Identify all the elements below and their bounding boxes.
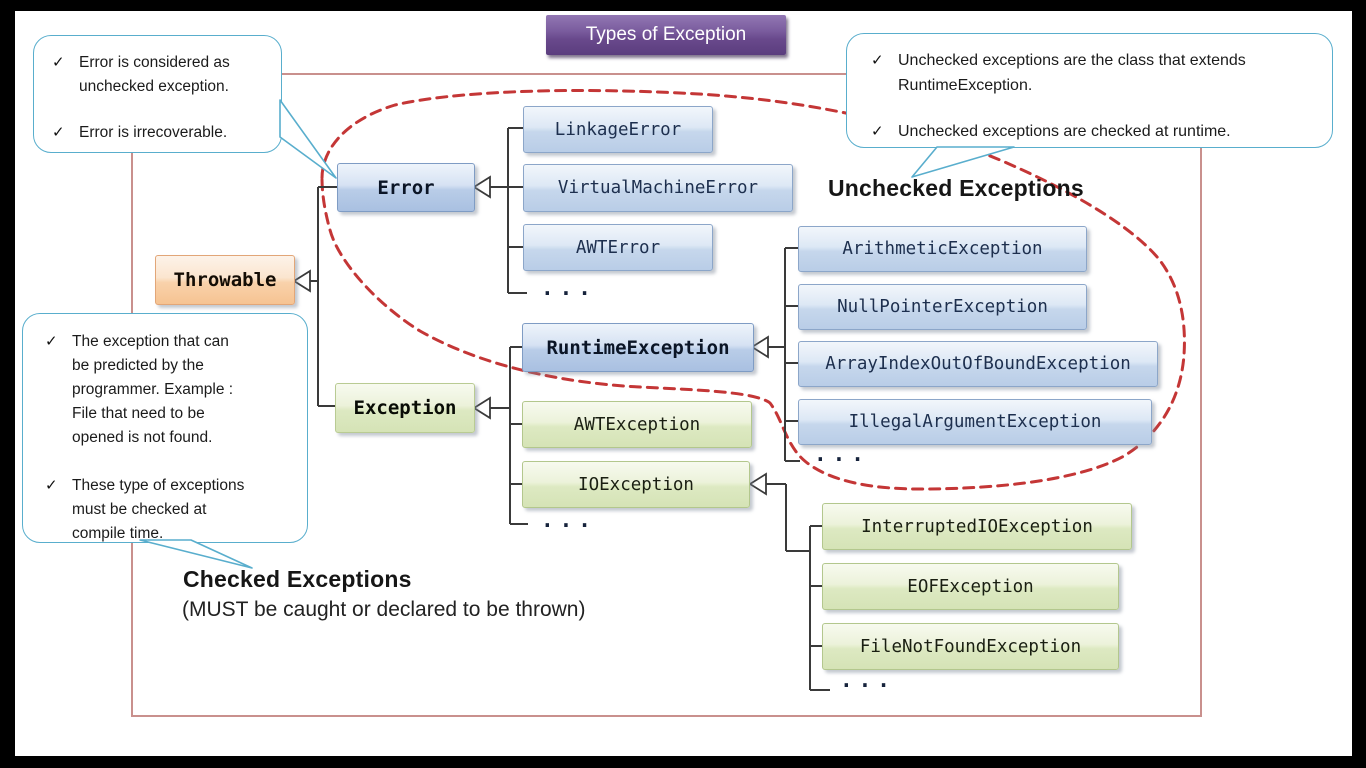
- node-file-not-found-exception: FileNotFoundException: [822, 623, 1119, 670]
- node-error: Error: [337, 163, 475, 212]
- node-illegal-argument-exception: IllegalArgumentException: [798, 399, 1152, 445]
- node-awt-error: AWTError: [523, 224, 713, 271]
- ellipsis-runtime-children: ...: [814, 442, 870, 466]
- page-title: Types of Exception: [546, 15, 786, 55]
- node-io-exception: IOException: [522, 461, 750, 508]
- node-throwable: Throwable: [155, 255, 295, 305]
- unchecked-exceptions-label: Unchecked Exceptions: [828, 175, 1084, 201]
- check-icon: ✓: [52, 54, 65, 71]
- callout-text: Unchecked exceptions are checked at runt…: [898, 123, 1231, 140]
- node-exception: Exception: [335, 383, 475, 433]
- ellipsis-io-children: ...: [840, 668, 896, 692]
- callout-item: ✓ Error is considered as unchecked excep…: [52, 51, 271, 99]
- callout-text: These type of exceptions must be checked…: [72, 477, 245, 542]
- callout-item: ✓ Unchecked exceptions are checked at ru…: [871, 119, 1320, 144]
- check-icon: ✓: [45, 477, 58, 494]
- checked-exceptions-note: (MUST be caught or declared to be thrown…: [182, 598, 586, 621]
- callout-text: Error is considered as unchecked excepti…: [79, 54, 230, 95]
- callout-checked-notes: ✓ The exception that can be predicted by…: [22, 313, 308, 543]
- callout-text: Unchecked exceptions are the class that …: [898, 52, 1246, 94]
- checked-exceptions-label: Checked Exceptions: [183, 566, 412, 592]
- node-linkage-error: LinkageError: [523, 106, 713, 153]
- node-interrupted-io-exception: InterruptedIOException: [822, 503, 1132, 550]
- callout-item: ✓ Unchecked exceptions are the class tha…: [871, 48, 1320, 98]
- node-array-index-out-of-bound-exception: ArrayIndexOutOfBoundException: [798, 341, 1158, 387]
- callout-item: ✓ These type of exceptions must be check…: [45, 474, 297, 546]
- check-icon: ✓: [871, 52, 884, 69]
- node-eof-exception: EOFException: [822, 563, 1119, 610]
- callout-item: ✓ The exception that can be predicted by…: [45, 330, 297, 450]
- callout-item: ✓ Error is irrecoverable.: [52, 121, 271, 145]
- callout-unchecked-notes: ✓ Unchecked exceptions are the class tha…: [846, 33, 1333, 148]
- ellipsis-exception-children: ...: [541, 508, 597, 532]
- callout-text: The exception that can be predicted by t…: [72, 333, 234, 446]
- node-arithmetic-exception: ArithmeticException: [798, 226, 1087, 272]
- node-null-pointer-exception: NullPointerException: [798, 284, 1087, 330]
- check-icon: ✓: [871, 123, 884, 140]
- callout-error-notes: ✓ Error is considered as unchecked excep…: [33, 35, 282, 153]
- node-awt-exception: AWTException: [522, 401, 752, 448]
- check-icon: ✓: [45, 333, 58, 350]
- check-icon: ✓: [52, 124, 65, 141]
- node-runtime-exception: RuntimeException: [522, 323, 754, 372]
- node-virtual-machine-error: VirtualMachineError: [523, 164, 793, 212]
- callout-text: Error is irrecoverable.: [79, 124, 228, 141]
- ellipsis-error-children: ...: [541, 276, 597, 300]
